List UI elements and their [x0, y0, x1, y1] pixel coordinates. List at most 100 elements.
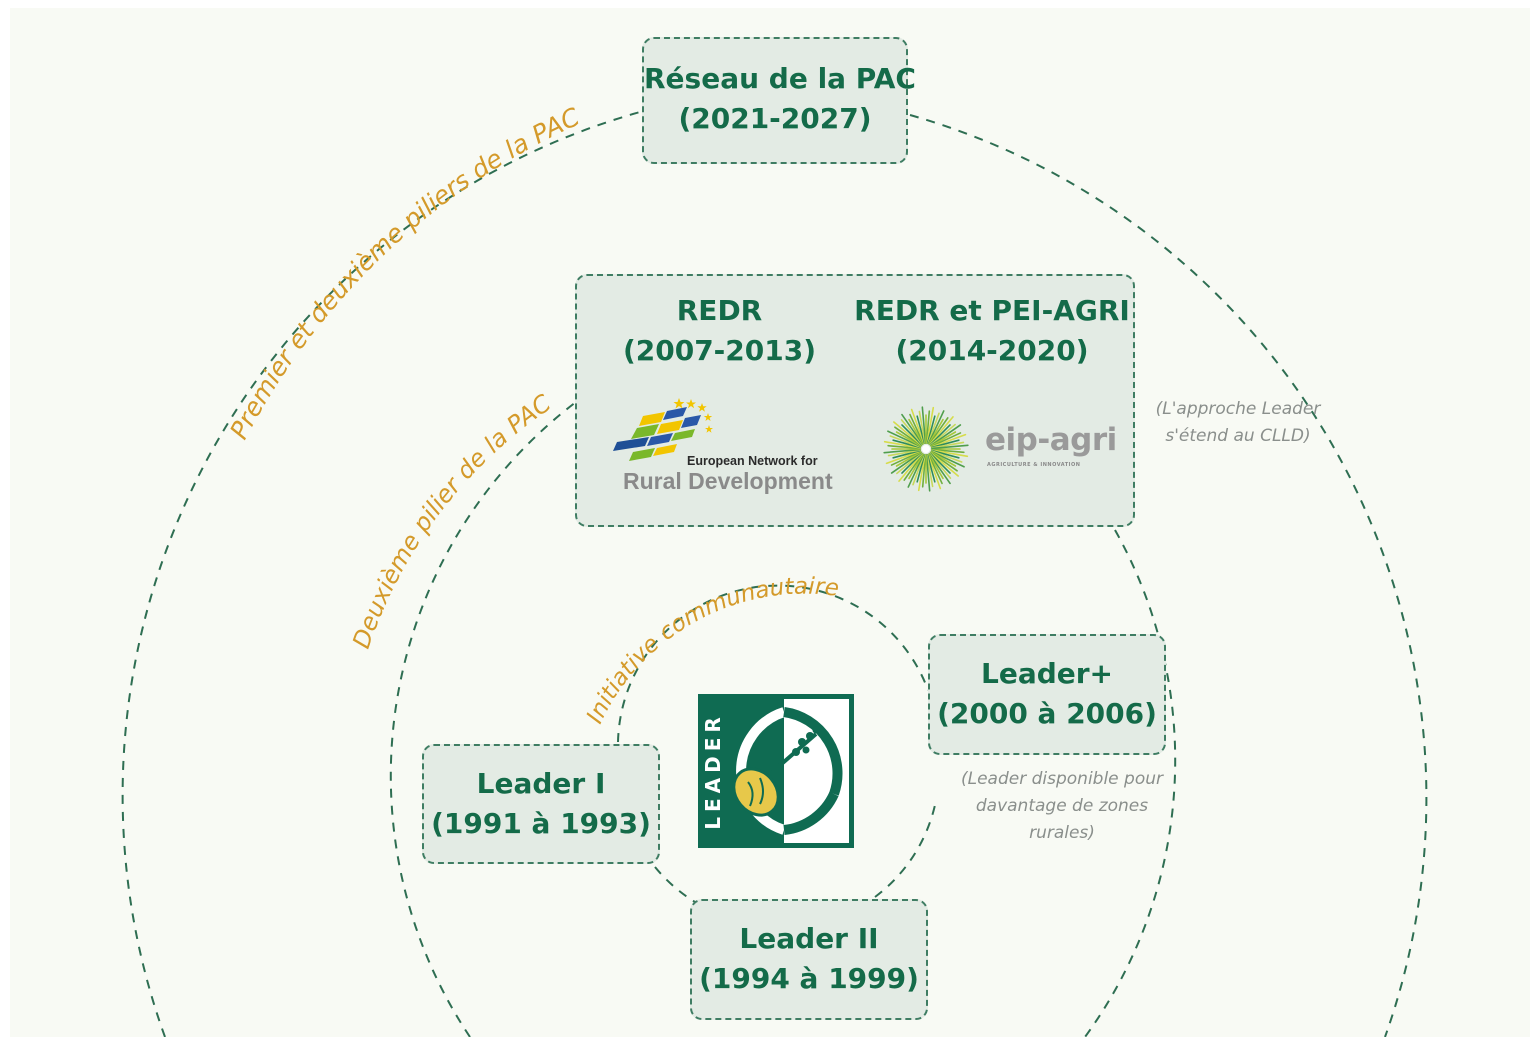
- enrd-logo: European Network for Rural Development: [613, 394, 833, 494]
- leader-2-box: Leader II (1994 à 1999): [690, 899, 928, 1020]
- eip-agri-logo: eip-agri AGRICULTURE & INNOVATION: [877, 402, 1117, 502]
- enrd-logo-line1: European Network for: [687, 454, 818, 468]
- eip-burst-ray: [900, 419, 923, 446]
- eip-burst-ray: [931, 449, 969, 458]
- eip-burst-ray: [912, 453, 925, 486]
- leader-plus-note-line3: rurales): [1029, 823, 1095, 843]
- eip-burst-ray: [921, 406, 927, 444]
- eip-burst-ray: [931, 444, 969, 450]
- eip-burst-ray: [890, 450, 922, 466]
- eip-burst-ray: [894, 426, 922, 447]
- eip-burst-ray: [890, 451, 922, 474]
- outer-ring-label: Premier et deuxième piliers de la PAC: [224, 102, 584, 444]
- eip-burst-ray: [887, 449, 921, 457]
- eip-burst-ray: [927, 453, 943, 485]
- eip-burst-ray: [929, 423, 956, 446]
- redr-period: (2007-2013): [622, 334, 817, 367]
- eip-burst-ray: [889, 435, 922, 448]
- redr-pei-column: REDR et PEI-AGRI (2014-2020): [847, 291, 1137, 371]
- eip-burst-ray: [928, 453, 944, 480]
- eip-burst-ray: [928, 417, 949, 445]
- leader-plus-note-line1: (Leader disponible pour: [960, 769, 1164, 789]
- middle-ring-left: [389, 401, 577, 1037]
- eip-burst-ray: [901, 452, 923, 474]
- eip-burst-ray: [931, 448, 965, 454]
- eip-burst-ray: [895, 431, 922, 447]
- eip-burst-ray: [929, 452, 959, 477]
- leader-logo-wordmark: LEADER: [701, 712, 725, 830]
- eip-burst-ray: [930, 451, 958, 472]
- redr-pei-period: (2014-2020): [895, 334, 1089, 367]
- eip-burst-ray: [921, 454, 927, 488]
- leader-2-period: (1994 à 1999): [699, 962, 919, 995]
- leader-2-title: Leader II: [739, 922, 879, 955]
- leader-plus-title: Leader+: [980, 657, 1114, 690]
- eip-burst-ray: [931, 449, 960, 459]
- eip-agri-wordmark: eip-agri: [985, 422, 1117, 458]
- eip-burst-ray: [901, 424, 923, 446]
- redr-box: REDR (2007-2013) REDR et PEI-AGRI (2014-…: [575, 274, 1135, 527]
- eip-agri-tagline: AGRICULTURE & INNOVATION: [987, 462, 1081, 468]
- leader-1-box: Leader I (1991 à 1993): [422, 744, 660, 864]
- eip-burst-ray: [917, 454, 926, 492]
- eip-burst-ray: [931, 441, 965, 449]
- inner-ring-bottom-left: [654, 866, 696, 903]
- leader-logo-icon: LEADER: [698, 694, 854, 848]
- enrd-logo-line2: Rural Development: [623, 468, 833, 494]
- eip-burst-ray: [929, 416, 954, 446]
- eip-burst-ray: [909, 413, 925, 445]
- leader-1-period: (1991 à 1993): [431, 807, 651, 840]
- eip-burst-ray: [916, 454, 926, 483]
- eip-burst-ray: [883, 440, 921, 449]
- eip-burst-ray: [903, 453, 924, 481]
- eip-burst-ray: [893, 421, 923, 446]
- eip-burst-ray: [916, 415, 926, 444]
- eip-starburst-icon: [883, 406, 969, 492]
- eip-burst-ray: [925, 454, 931, 492]
- eip-burst-ray: [930, 431, 957, 447]
- eip-burst-ray: [895, 451, 922, 467]
- eip-burst-ray: [892, 439, 921, 449]
- eip-burst-ray: [885, 450, 922, 465]
- inner-ring-top: [617, 584, 929, 743]
- eip-burst-ray: [918, 410, 926, 444]
- reseau-pac-title: Réseau de la PAC: [644, 62, 916, 95]
- eip-burst-ray: [930, 451, 957, 467]
- eip-burst-ray: [927, 412, 940, 445]
- eip-burst-ray: [926, 415, 936, 444]
- redr-pei-title: REDR et PEI-AGRI: [854, 294, 1130, 327]
- clld-note: (L'approche Leader s'étend au CLLD): [1138, 396, 1338, 450]
- eip-burst-ray: [907, 453, 925, 488]
- eip-burst-ray: [929, 452, 952, 479]
- eip-burst-ray: [887, 444, 921, 450]
- middle-ring-label: Deuxième pilier de la PAC: [347, 389, 556, 652]
- outer-ring-right: [909, 114, 1428, 1037]
- eip-burst-ray: [926, 454, 934, 488]
- reseau-pac-period: (2021-2027): [678, 102, 872, 135]
- redr-column: REDR (2007-2013): [577, 291, 862, 371]
- outer-ring-left: [121, 111, 641, 1037]
- leader-plus-note: (Leader disponible pour davantage de zon…: [942, 766, 1182, 847]
- reseau-pac-box: Réseau de la PAC (2021-2027): [642, 37, 916, 164]
- eip-burst-ray: [926, 454, 936, 483]
- leader-1-title: Leader I: [476, 767, 606, 800]
- eip-burst-ray: [928, 418, 944, 445]
- leader-plus-note-line2: davantage de zones: [975, 796, 1149, 816]
- eip-burst-ray: [930, 432, 962, 448]
- eip-burst-ray: [931, 439, 960, 449]
- eip-burst-ray: [925, 410, 931, 444]
- eip-burst-ray: [930, 433, 967, 448]
- eip-burst-ray: [926, 406, 935, 444]
- eip-burst-ray: [930, 424, 962, 447]
- eip-burst-ray: [927, 453, 942, 490]
- clld-note-line2: s'étend au CLLD): [1165, 426, 1311, 446]
- eip-burst-ray: [928, 453, 951, 485]
- eip-burst-ray: [887, 430, 922, 448]
- eip-burst-ray: [898, 452, 923, 482]
- eip-burst-ray: [883, 448, 921, 454]
- eip-burst-ray: [901, 413, 924, 445]
- eip-burst-ray: [929, 452, 951, 474]
- eip-burst-ray: [930, 450, 965, 468]
- leader-plus-box: Leader+ (2000 à 2006): [928, 634, 1166, 755]
